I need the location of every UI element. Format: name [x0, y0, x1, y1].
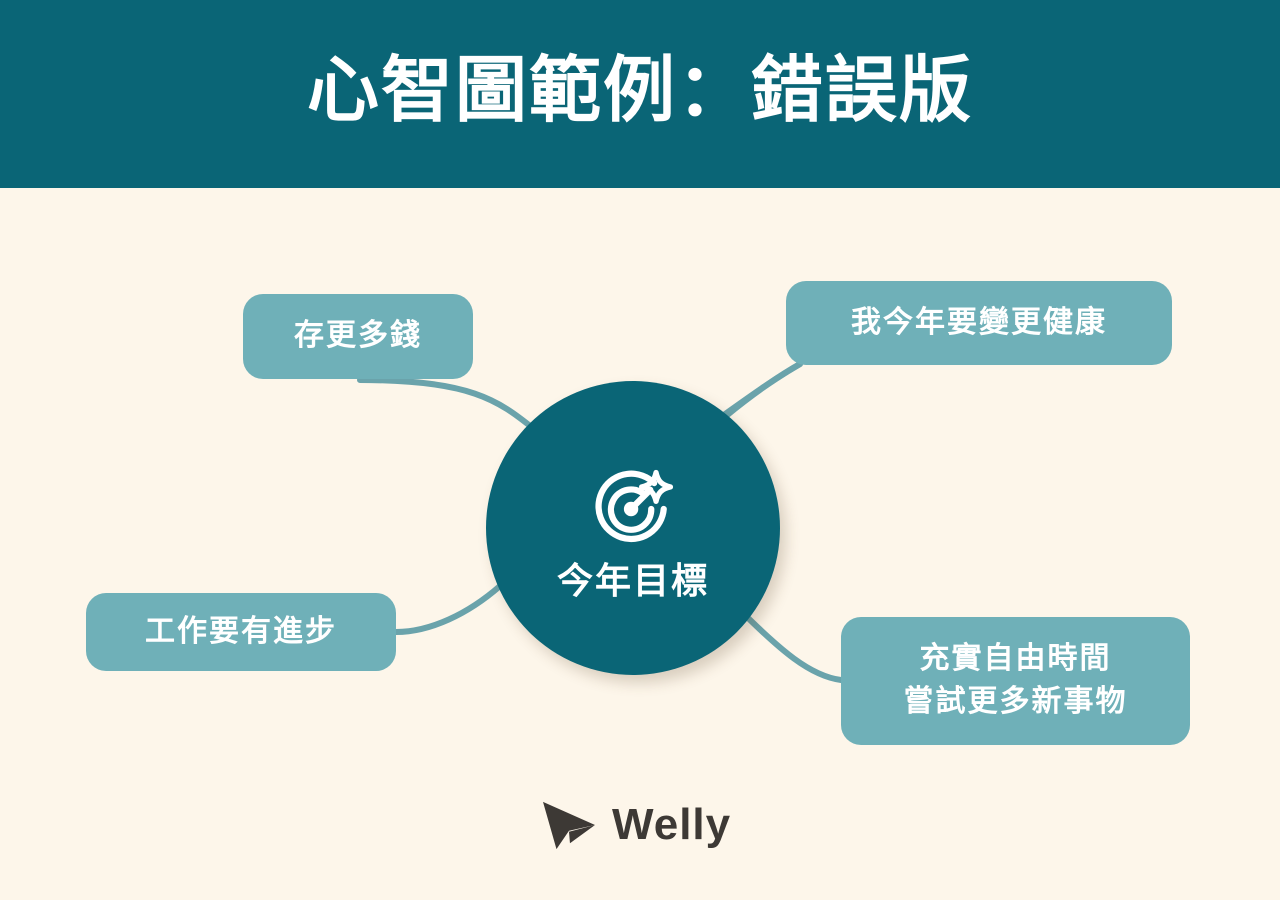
page-title: 心智圖範例：錯誤版 [306, 51, 973, 131]
branch-node-health[interactable]: 我今年要變更健康 [786, 281, 1172, 365]
branch-label-work: 工作要有進步 [145, 614, 337, 648]
welly-wordmark: Welly [612, 800, 732, 849]
center-node-goal[interactable]: 今年目標 [486, 381, 780, 675]
branch-node-work[interactable]: 工作要有進步 [86, 593, 396, 671]
connector-to-save [357, 377, 537, 432]
connector-to-freetime [737, 607, 844, 683]
header-band: 心智圖範例：錯誤版 [0, 0, 1280, 188]
center-node-label: 今年目標 [556, 560, 709, 602]
branch-label-health: 我今年要變更健康 [851, 305, 1107, 339]
welly-logo: Welly [540, 794, 745, 856]
branch-label-freetime-line1: 充實自由時間 [919, 642, 1112, 676]
connector-to-work [393, 583, 503, 635]
branch-label-freetime-line2: 嘗試更多新事物 [903, 685, 1128, 718]
target-goal-icon [595, 470, 674, 543]
branch-label-save: 存更多錢 [294, 319, 422, 353]
branch-node-save[interactable]: 存更多錢 [243, 294, 473, 379]
paper-plane-icon [543, 801, 595, 850]
branch-node-freetime[interactable]: 充實自由時間 嘗試更多新事物 [841, 617, 1190, 745]
